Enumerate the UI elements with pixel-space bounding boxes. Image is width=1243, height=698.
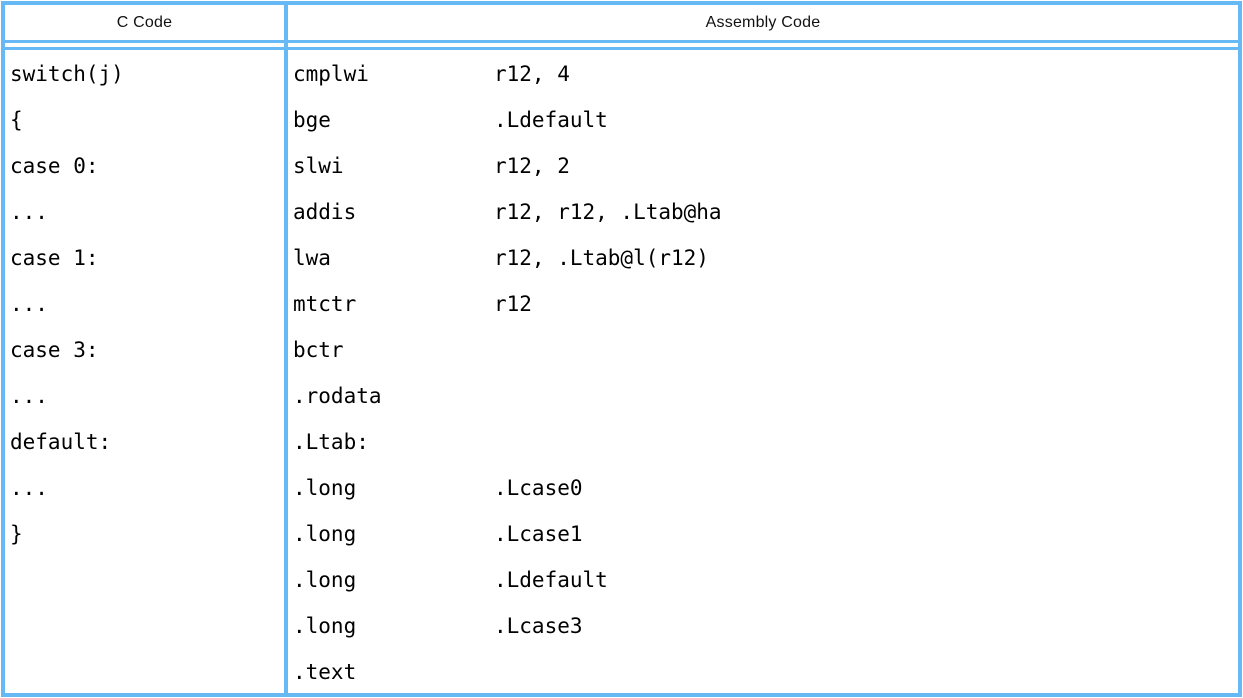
assembly-line: .text (288, 649, 1238, 693)
assembly-mnemonic: .long (293, 522, 357, 546)
c-code-column-header: C Code (116, 13, 173, 31)
assembly-mnemonic: .Ltab: (293, 430, 369, 454)
c-code-text: ... (10, 200, 48, 224)
assembly-operands: .Ldefault (494, 108, 608, 132)
assembly-mnemonic: bge (293, 108, 331, 132)
c-code-line: ... (5, 373, 284, 419)
assembly-code-column: Assembly Code cmplwi r12, 4 bge .Ldefault … (288, 5, 1238, 693)
c-code-text: ... (10, 476, 48, 500)
assembly-mnemonic: .long (293, 568, 357, 592)
c-code-text: { (10, 108, 23, 132)
assembly-line: .long .Lcase0 (288, 465, 1238, 511)
assembly-operands: .Lcase0 (494, 476, 583, 500)
c-code-line: case 1: (5, 235, 284, 281)
c-code-text: default: (10, 430, 112, 454)
assembly-line: .Ltab: (288, 419, 1238, 465)
assembly-mnemonic: .long (293, 614, 357, 638)
assembly-code-column-header: Assembly Code (705, 13, 821, 31)
header-double-rule (5, 40, 284, 50)
assembly-operands: .Ldefault (494, 568, 608, 592)
c-code-text: ... (10, 292, 48, 316)
assembly-operands: .Lcase1 (494, 522, 583, 546)
c-code-line: ... (5, 189, 284, 235)
assembly-mnemonic: .text (293, 660, 357, 684)
assembly-operands: r12 (494, 292, 532, 316)
c-code-text: case 1: (10, 246, 99, 270)
c-code-line: case 3: (5, 327, 284, 373)
assembly-mnemonic: bctr (293, 338, 344, 362)
assembly-line: mtctr r12 (288, 281, 1238, 327)
c-code-cell: switch(j) { case 0: ... case 1: ... case… (5, 50, 284, 693)
c-code-column: C Code switch(j) { case 0: ... case 1: .… (5, 5, 284, 693)
c-code-line: { (5, 97, 284, 143)
c-code-line: ... (5, 465, 284, 511)
assembly-mnemonic: .long (293, 476, 357, 500)
assembly-mnemonic: addis (293, 200, 357, 224)
column-divider-rule (284, 5, 288, 693)
c-code-text: } (10, 522, 23, 546)
assembly-line: slwi r12, 2 (288, 143, 1238, 189)
assembly-line: lwa r12, .Ltab@l(r12) (288, 235, 1238, 281)
assembly-line: bctr (288, 327, 1238, 373)
assembly-mnemonic: slwi (293, 154, 344, 178)
c-code-line: ... (5, 281, 284, 327)
assembly-line: addis r12, r12, .Ltab@ha (288, 189, 1238, 235)
assembly-line: bge .Ldefault (288, 97, 1238, 143)
assembly-operands: r12, r12, .Ltab@ha (494, 200, 722, 224)
header-double-rule (288, 40, 1238, 50)
assembly-line: .long .Lcase1 (288, 511, 1238, 557)
c-code-line: case 0: (5, 143, 284, 189)
assembly-code-cell: cmplwi r12, 4 bge .Ldefault slwi r12, 2 add… (288, 50, 1238, 693)
c-code-line: default: (5, 419, 284, 465)
c-code-text: case 3: (10, 338, 99, 362)
assembly-mnemonic: lwa (293, 246, 331, 270)
assembly-line: .long .Lcase3 (288, 603, 1238, 649)
assembly-operands: r12, .Ltab@l(r12) (494, 246, 709, 270)
assembly-operands: .Lcase3 (494, 614, 583, 638)
assembly-mnemonic: .rodata (293, 384, 382, 408)
assembly-line: cmplwi r12, 4 (288, 51, 1238, 97)
assembly-line: .rodata (288, 373, 1238, 419)
assembly-mnemonic: cmplwi (293, 62, 369, 86)
assembly-mnemonic: mtctr (293, 292, 357, 316)
c-code-text: case 0: (10, 154, 99, 178)
assembly-operands: r12, 2 (494, 154, 570, 178)
c-code-text: switch(j) (10, 62, 124, 86)
assembly-operands: r12, 4 (494, 62, 570, 86)
c-code-line: } (5, 511, 284, 557)
assembly-line: .long .Ldefault (288, 557, 1238, 603)
c-code-text: ... (10, 384, 48, 408)
c-code-line: switch(j) (5, 51, 284, 97)
